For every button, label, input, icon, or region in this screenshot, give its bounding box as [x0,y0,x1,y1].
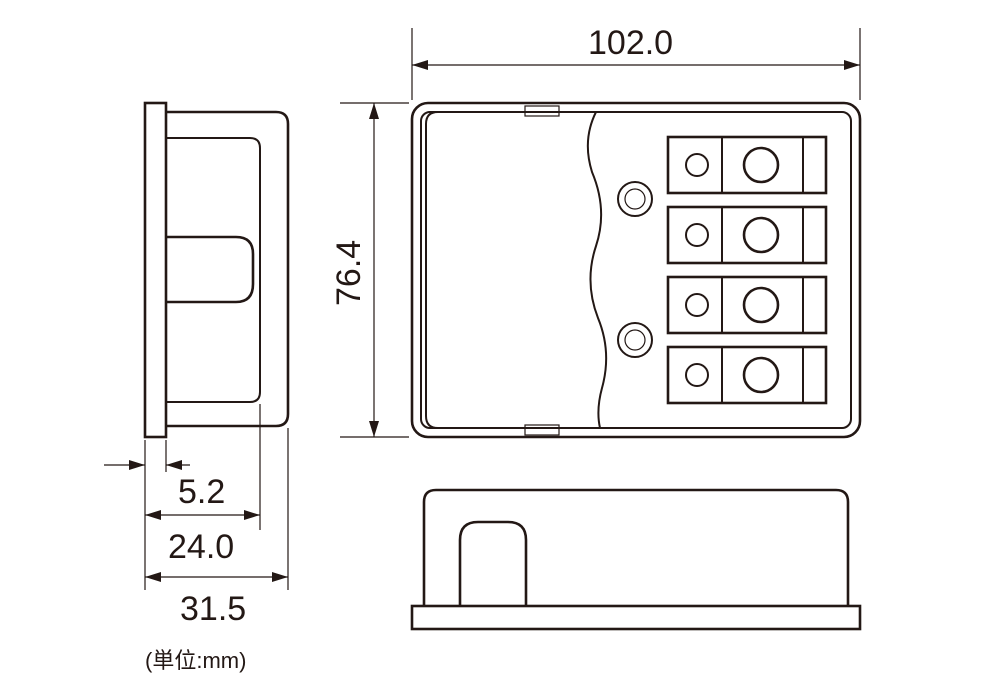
front-view-cover-wave-edge [586,111,608,429]
front-view-inner-frame [420,111,852,429]
dimension-height: 76.4 [330,102,409,438]
dimension-width-label: 102.0 [588,24,673,62]
dimension-flange-label: 5.2 [178,473,225,511]
dimension-width: 102.0 [411,24,861,100]
side-view-body-outer [166,110,290,428]
front-view-bottom-tab [524,424,560,436]
side-view-flange [143,101,168,439]
front-view [410,101,862,439]
bottom-view [410,488,862,631]
front-view-top-tab [524,105,560,117]
mounting-screw-lower [617,322,653,358]
bottom-view-body [422,488,850,606]
terminal-block-3 [666,275,828,335]
front-view-outer-frame [410,101,862,439]
terminal-block-2 [666,205,828,265]
dimension-total-depth-label: 31.5 [180,590,246,628]
bottom-view-knob [458,520,528,606]
terminal-block-4 [666,345,828,405]
unit-note: (単位:mm) [145,648,246,673]
mounting-screw-upper [617,181,653,217]
side-view-body-inner [166,137,261,403]
dimension-flange: 5.2 [104,460,225,511]
front-view-cover [425,111,596,429]
terminal-block-1 [666,135,828,195]
dimension-body-depth: 24.0 [145,510,260,566]
dimension-body-depth-label: 24.0 [168,528,234,566]
dimension-height-label: 76.4 [330,240,368,306]
side-view-knob [166,235,255,304]
bottom-view-base-plate [410,604,862,631]
side-view [143,101,290,439]
dimension-total-depth: 31.5 [145,572,288,628]
